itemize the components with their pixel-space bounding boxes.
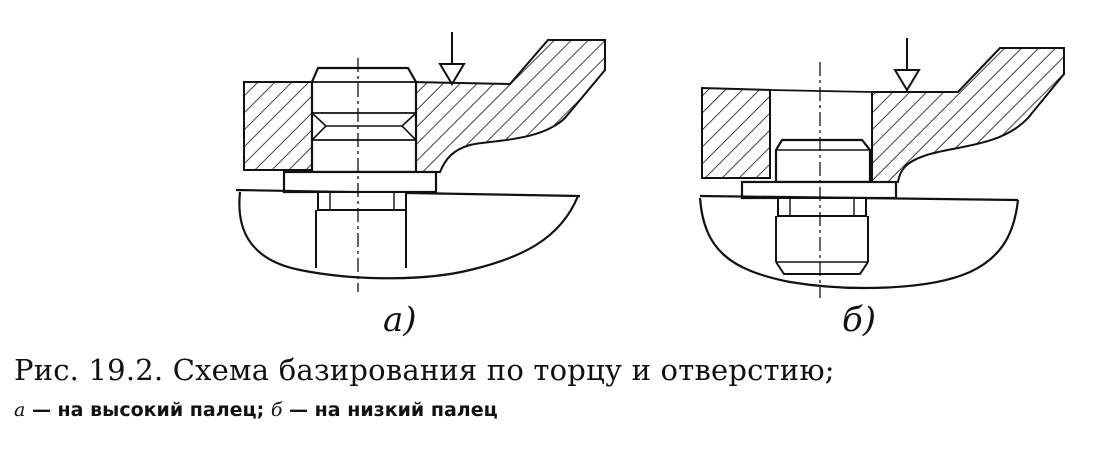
tall-pin-a	[310, 66, 418, 174]
workpiece-a-left	[243, 81, 313, 171]
diagram-b-label: б)	[842, 300, 877, 340]
legend-text-b: — на низкий палец	[282, 399, 498, 421]
support-plate-b	[740, 180, 898, 200]
diagram-b	[698, 38, 1065, 298]
figure-caption-legend: а — на высокий палец; б — на низкий пале…	[14, 397, 498, 423]
legend-letter-a: а	[14, 399, 26, 421]
diagram-a-label: а)	[383, 300, 417, 340]
figure-drawing	[235, 32, 1065, 298]
fixture-body-b	[698, 197, 1020, 290]
legend-text-a: — на высокий палец;	[25, 399, 271, 421]
force-arrow-b	[893, 38, 921, 92]
figure-caption-title: Рис. 19.2. Схема базирования по торцу и …	[14, 353, 835, 387]
workpiece-b-left	[701, 86, 771, 179]
diagram-a	[235, 32, 606, 292]
legend-letter-b: б	[270, 399, 283, 421]
pin-shank-a	[317, 191, 407, 211]
workpiece-a-right	[411, 39, 606, 173]
force-arrow-a	[438, 32, 466, 86]
support-plate-a	[282, 170, 438, 194]
pin-shank-b	[777, 197, 867, 217]
short-pin-b	[774, 138, 872, 184]
fixture-body-a	[238, 191, 580, 280]
workpiece-b-right	[871, 47, 1065, 183]
